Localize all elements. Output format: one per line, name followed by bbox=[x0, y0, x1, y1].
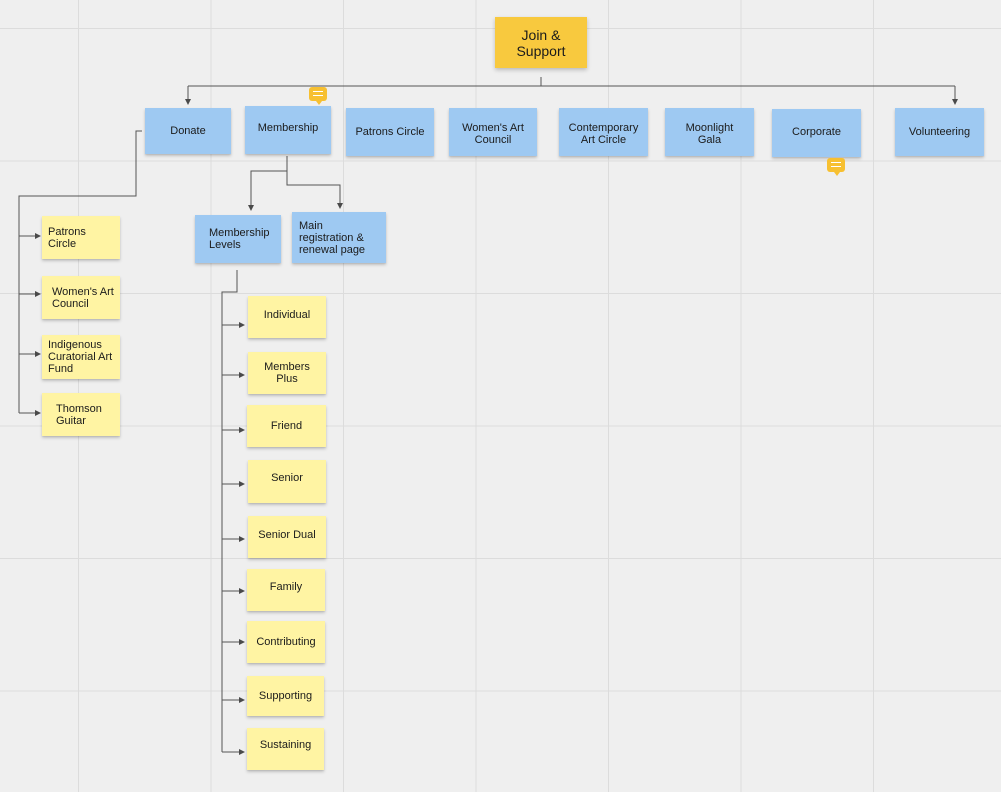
sticky-label: Membership Levels bbox=[209, 227, 270, 251]
comment-icon[interactable] bbox=[309, 87, 327, 105]
sticky-label: Women's Art Council bbox=[462, 122, 524, 146]
sticky-label: Corporate bbox=[792, 126, 841, 138]
sticky-category-patrons-circle[interactable]: Patrons Circle bbox=[346, 108, 434, 156]
sticky-level-senior[interactable]: Senior bbox=[248, 460, 326, 503]
sticky-label: Volunteering bbox=[908, 126, 971, 138]
sticky-level-supporting[interactable]: Supporting bbox=[247, 676, 324, 716]
sticky-label: Donate bbox=[170, 125, 206, 137]
sticky-label: Sustaining bbox=[259, 739, 312, 751]
sticky-level-members-plus[interactable]: Members Plus bbox=[248, 352, 326, 394]
sticky-membership-levels[interactable]: Membership Levels bbox=[195, 215, 281, 263]
sticky-category-contemporary-art-circle[interactable]: Contemporary Art Circle bbox=[559, 108, 648, 156]
sticky-root-join-support[interactable]: Join & Support bbox=[495, 17, 587, 68]
sticky-level-friend[interactable]: Friend bbox=[247, 405, 326, 447]
sticky-category-membership[interactable]: Membership bbox=[245, 106, 331, 154]
sticky-label: Individual bbox=[263, 309, 311, 321]
sticky-level-individual[interactable]: Individual bbox=[248, 296, 326, 338]
sticky-level-contributing[interactable]: Contributing bbox=[247, 621, 325, 663]
connector-levels-stem bbox=[221, 270, 238, 752]
connector-membership-left bbox=[248, 170, 287, 211]
sticky-donate-thomson-guitar[interactable]: Thomson Guitar bbox=[42, 393, 120, 436]
connector-membership-stem bbox=[286, 156, 343, 209]
sticky-label: Senior bbox=[271, 472, 303, 484]
sticky-category-corporate[interactable]: Corporate bbox=[772, 109, 861, 157]
sticky-label: Moonlight Gala bbox=[685, 122, 734, 146]
sticky-donate-patrons-circle[interactable]: Patrons Circle bbox=[42, 216, 120, 259]
sticky-label: Thomson Guitar bbox=[56, 402, 102, 427]
sticky-label: Friend bbox=[270, 420, 303, 432]
sticky-label: Membership bbox=[257, 122, 319, 134]
sticky-category-moonlight-gala[interactable]: Moonlight Gala bbox=[665, 108, 754, 156]
sticky-level-family[interactable]: Family bbox=[247, 569, 325, 611]
sticky-label: Members Plus bbox=[264, 361, 310, 385]
comment-icon[interactable] bbox=[827, 158, 845, 176]
sticky-category-volunteering[interactable]: Volunteering bbox=[895, 108, 984, 156]
sticky-main-registration-renewal[interactable]: Main registration & renewal page bbox=[292, 212, 386, 263]
sticky-level-sustaining[interactable]: Sustaining bbox=[247, 728, 324, 770]
sticky-donate-womens-art-council[interactable]: Women's Art Council bbox=[42, 276, 120, 319]
sticky-label: Women's Art Council bbox=[52, 285, 114, 310]
sticky-label: Senior Dual bbox=[258, 529, 316, 541]
sticky-category-womens-art-council[interactable]: Women's Art Council bbox=[449, 108, 537, 156]
sticky-label: Supporting bbox=[258, 690, 313, 702]
sticky-label: Join & Support bbox=[516, 26, 566, 59]
sticky-donate-indigenous-curatorial-art-fund[interactable]: Indigenous Curatorial Art Fund bbox=[42, 335, 120, 379]
sticky-label: Indigenous Curatorial Art Fund bbox=[48, 339, 113, 375]
sticky-label: Main registration & renewal page bbox=[299, 219, 366, 256]
sticky-label: Patrons Circle bbox=[355, 126, 425, 138]
sticky-label: Family bbox=[269, 581, 303, 593]
sticky-level-senior-dual[interactable]: Senior Dual bbox=[248, 516, 326, 558]
sticky-category-donate[interactable]: Donate bbox=[145, 108, 231, 154]
sticky-label: Contemporary Art Circle bbox=[568, 122, 639, 146]
sticky-label: Patrons Circle bbox=[48, 225, 86, 250]
sticky-label: Contributing bbox=[256, 636, 316, 648]
